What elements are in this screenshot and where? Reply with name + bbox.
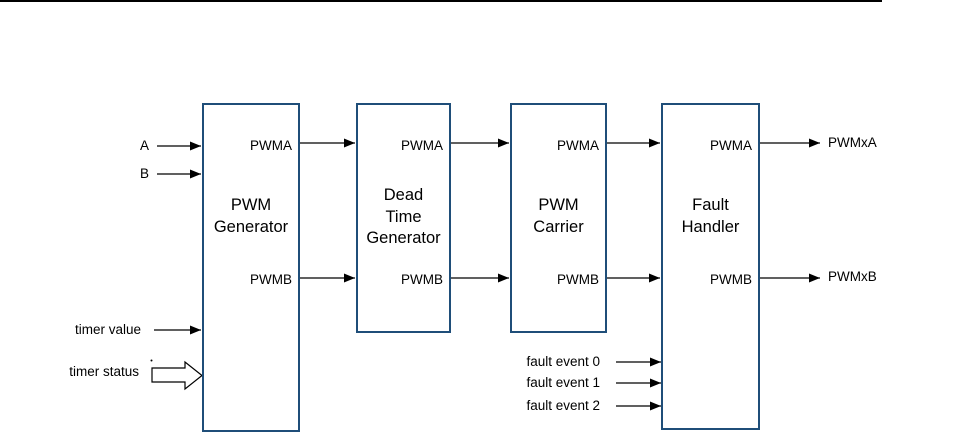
port-label-pwmb: PWMB — [710, 272, 752, 287]
input-label-fault-event-2: fault event 2 — [526, 398, 600, 413]
output-label-pwmxb: PWMxB — [828, 269, 877, 284]
input-label-b: B — [139, 166, 149, 181]
block-title-line: PWM — [230, 196, 272, 214]
block-title-fault-handler: Fault Handler — [663, 195, 758, 238]
top-border-line — [0, 0, 882, 2]
block-pwm-carrier: PWM Carrier PWMA PWMB — [510, 103, 607, 333]
block-title-line: PWM — [538, 196, 579, 214]
block-title-pwm-carrier: PWM Carrier — [512, 195, 605, 238]
block-title-line: Generator — [213, 217, 289, 236]
port-label-pwmb: PWMB — [250, 272, 292, 287]
block-title-line: Generator — [366, 229, 441, 247]
block-dead-time-generator: Dead Time Generator PWMA PWMB — [356, 103, 451, 333]
block-title-pwm-generator: PWM Generator — [204, 195, 298, 238]
block-pwm-generator: PWM Generator PWMA PWMB — [202, 103, 300, 432]
port-label-pwma: PWMA — [557, 138, 599, 153]
input-label-timer-value: timer value — [74, 322, 141, 337]
port-label-pwma: PWMA — [401, 138, 443, 153]
port-label-pwmb: PWMB — [401, 272, 443, 287]
input-label-fault-event-1: fault event 1 — [526, 375, 600, 390]
output-label-pwmxa: PWMxA — [828, 135, 877, 150]
block-fault-handler: Fault Handler PWMA PWMB — [661, 103, 760, 430]
block-title-line: Handler — [681, 217, 740, 236]
input-label-timer-status: timer status — [69, 364, 139, 379]
port-label-pwmb: PWMB — [557, 272, 599, 287]
timer-status-block-arrow — [151, 360, 203, 391]
block-title-dead-time-generator: Dead Time Generator — [358, 185, 449, 250]
block-title-line: Time — [385, 207, 422, 226]
block-title-line: Fault — [692, 196, 729, 214]
input-label-a: A — [139, 138, 149, 153]
block-title-line: Dead — [383, 186, 424, 204]
port-label-pwma: PWMA — [710, 138, 752, 153]
input-label-fault-event-0: fault event 0 — [526, 354, 600, 369]
stray-dot — [150, 359, 153, 362]
port-label-pwma: PWMA — [250, 138, 292, 153]
block-title-line: Carrier — [533, 217, 584, 236]
